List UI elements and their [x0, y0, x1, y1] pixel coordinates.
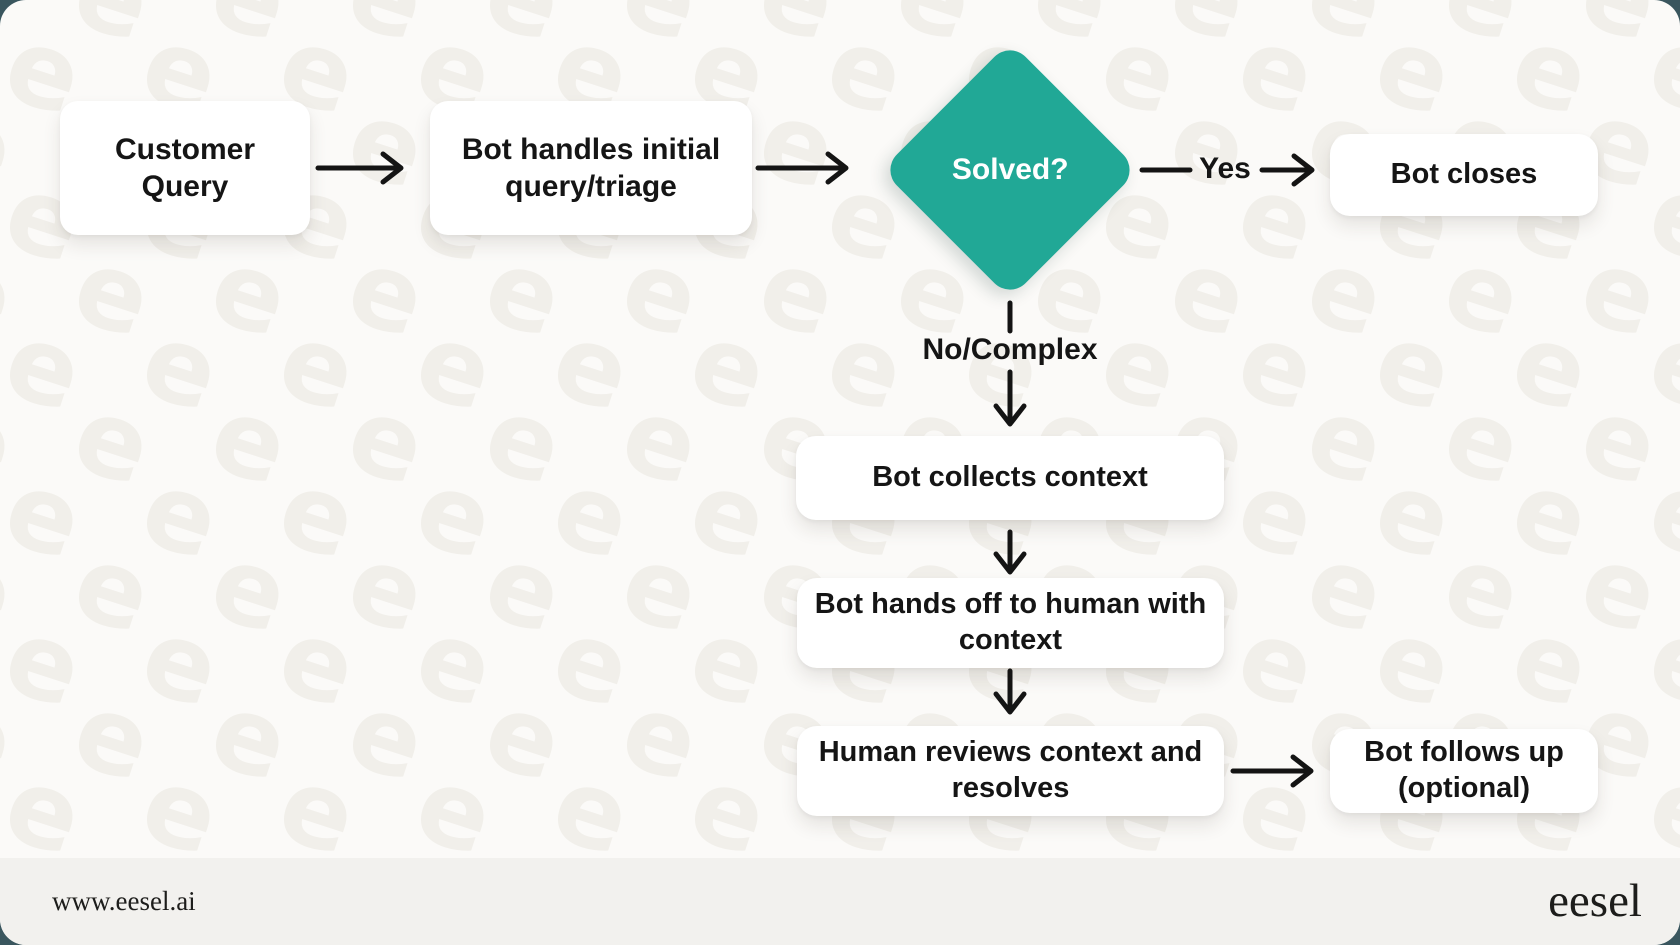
- node-bot-hands-off-label: Bot hands off to human with context: [814, 588, 1207, 656]
- node-customer-query: Customer Query: [60, 101, 310, 235]
- footer-band: www.eesel.ai eesel: [0, 858, 1680, 945]
- node-bot-collects-context: Bot collects context: [796, 436, 1224, 520]
- node-bot-closes-label: Bot closes: [1390, 158, 1538, 191]
- arrow-no-to-collects: [993, 369, 1027, 427]
- node-bot-hands-off: Bot hands off to human with context: [797, 578, 1224, 668]
- arrow-handles-to-solved: [755, 151, 849, 185]
- node-bot-follows-up: Bot follows up (optional): [1330, 729, 1598, 813]
- footer-site-url: www.eesel.ai: [52, 886, 196, 916]
- node-human-reviews: Human reviews context and resolves: [797, 726, 1224, 816]
- eesel-logo-wordmark: eesel: [1548, 875, 1642, 927]
- decision-solved-label: Solved?: [951, 152, 1069, 186]
- node-customer-query-label: Customer Query: [114, 132, 256, 203]
- node-bot-collects-context-label: Bot collects context: [872, 461, 1148, 494]
- node-human-reviews-label: Human reviews context and resolves: [818, 736, 1203, 804]
- arrow-reviews-to-followup: [1230, 754, 1314, 788]
- arrow-customer-to-handles: [315, 151, 404, 185]
- arrow-collects-to-handsoff: [993, 529, 1027, 575]
- arrow-yes-to-closes: [1259, 153, 1315, 187]
- arrow-handsoff-to-reviews: [993, 668, 1027, 715]
- node-bot-handles-triage-label: Bot handles initial query/triage: [461, 132, 721, 203]
- node-bot-handles-triage: Bot handles initial query/triage: [430, 101, 752, 235]
- edge-label-yes: Yes: [1199, 152, 1251, 185]
- node-bot-closes: Bot closes: [1330, 134, 1598, 216]
- node-bot-follows-up-label: Bot follows up (optional): [1364, 736, 1564, 804]
- edge-label-no-complex: No/Complex: [922, 333, 1098, 366]
